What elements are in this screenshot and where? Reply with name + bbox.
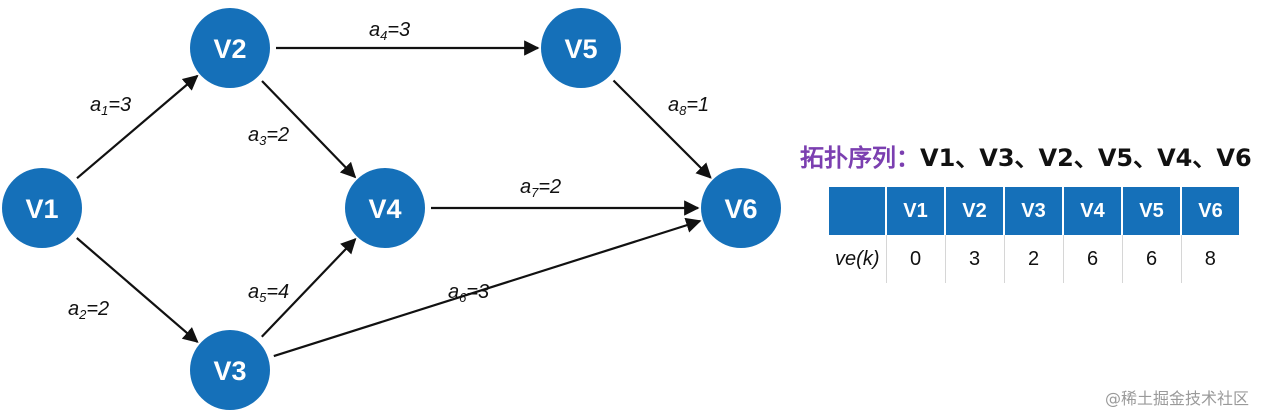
ve-value: 0: [886, 235, 946, 283]
edge-label-a1: a1=3: [90, 94, 131, 118]
edge-label-a8: a8=1: [668, 94, 709, 118]
node-label: V5: [564, 34, 597, 64]
ve-table-corner: [829, 187, 887, 235]
ve-table-header-row: V1 V2 V3 V4 V5 V6: [829, 187, 1239, 235]
node-label: V3: [213, 356, 246, 386]
edge-arrow-v2-v4: [261, 80, 357, 179]
node-v6: V6: [701, 168, 781, 248]
node-v3: V3: [190, 330, 270, 410]
topological-title: 拓扑序列：: [800, 144, 920, 172]
node-v2: V2: [190, 8, 270, 88]
ve-table-header: V3: [1004, 187, 1064, 235]
edge-label-a4: a4=3: [369, 19, 410, 43]
ve-table-row: ve(k) 0 3 2 6 6 8: [829, 235, 1239, 283]
ve-value: 6: [1122, 235, 1182, 283]
ve-table-header: V4: [1063, 187, 1123, 235]
edge-label-a6: a6=3: [448, 281, 489, 305]
node-label: V1: [25, 194, 58, 224]
node-circle: [701, 168, 781, 248]
edge-label-a3: a3=2: [248, 124, 289, 148]
ve-table-header: V5: [1122, 187, 1182, 235]
edge-arrow-v3-v4: [261, 237, 357, 338]
node-circle: [345, 168, 425, 248]
ve-row-label: ve(k): [829, 235, 887, 283]
edge-label-a7: a7=2: [520, 176, 561, 200]
ve-value: 3: [945, 235, 1005, 283]
edge-label-a2: a2=2: [68, 298, 109, 322]
ve-value: 6: [1063, 235, 1123, 283]
node-v1: V1: [2, 168, 82, 248]
node-circle: [541, 8, 621, 88]
ve-table-header: V1: [886, 187, 946, 235]
topological-sequence: 拓扑序列：V1、V3、V2、V5、V4、V6: [800, 138, 1252, 173]
edge-arrow-v3-v6: [273, 217, 702, 358]
edge-arrow-v1-v2: [76, 74, 199, 180]
watermark: @稀土掘金技术社区: [1104, 389, 1249, 408]
ve-table-header: V2: [945, 187, 1005, 235]
topological-sequence-text: V1、V3、V2、V5、V4、V6: [920, 144, 1252, 172]
node-circle: [190, 330, 270, 410]
node-v5: V5: [541, 8, 621, 88]
edge-label-a5: a5=4: [248, 281, 289, 305]
node-circle: [2, 168, 82, 248]
edge-arrow-v1-v3: [76, 237, 199, 343]
edge-arrow-v5-v6: [612, 79, 712, 179]
node-v4: V4: [345, 168, 425, 248]
node-label: V6: [724, 194, 757, 224]
ve-value: 2: [1004, 235, 1064, 283]
node-circle: [190, 8, 270, 88]
node-label: V4: [368, 194, 401, 224]
ve-table-header: V6: [1181, 187, 1239, 235]
node-label: V2: [213, 34, 246, 64]
ve-value: 8: [1204, 247, 1216, 270]
ve-table: V1 V2 V3 V4 V5 V6 ve(k) 0 3 2 6 6 8: [829, 187, 1239, 283]
